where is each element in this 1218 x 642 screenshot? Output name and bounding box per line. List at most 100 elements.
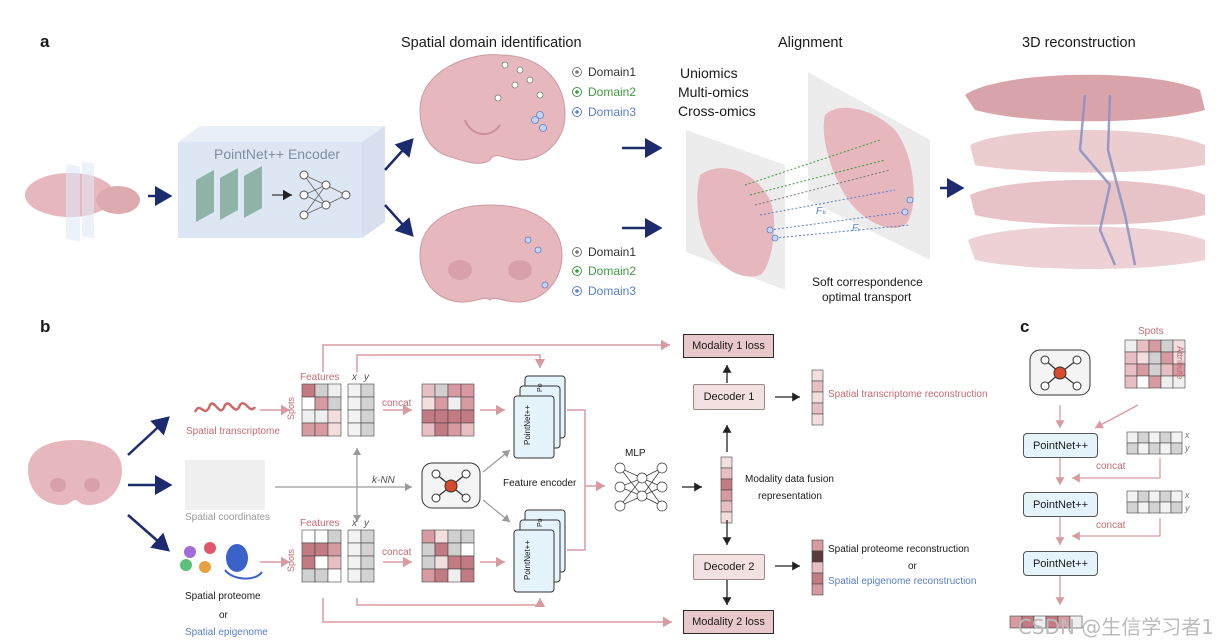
brain-section-top — [419, 54, 566, 164]
spots-label: Spots — [286, 548, 296, 572]
matrix-cell — [347, 396, 362, 411]
matrix-cell — [1148, 363, 1162, 377]
matrix-cell — [447, 568, 462, 583]
spatial-proteome-label: Spatial proteome — [185, 591, 261, 602]
protein-icon — [180, 542, 263, 580]
brain-coronal-b — [28, 440, 122, 505]
pointnet-box-c: PointNet++ — [1023, 433, 1098, 458]
matrix-cell — [1170, 442, 1183, 455]
mlp-label: MLP — [625, 448, 646, 459]
omics-label: Multi-omics — [678, 84, 749, 100]
encoder-label: PointNet++ Encoder — [214, 146, 341, 162]
reconstruction-stack — [965, 74, 1205, 269]
matrix-cell — [434, 568, 449, 583]
matrix-cell — [1137, 490, 1150, 503]
vector-cell — [811, 583, 824, 596]
matrix-cell — [1159, 442, 1172, 455]
spatial-coordinates-image — [185, 460, 265, 510]
optimal-transport-label: optimal transport — [822, 290, 912, 304]
x-label-c: x — [1185, 490, 1190, 500]
fusion-label: Modality data fusion — [745, 474, 834, 485]
matrix-cell — [360, 555, 375, 570]
matrix-cell — [1136, 363, 1150, 377]
pointnet-label: PointNet++ — [523, 404, 532, 445]
matrix-cell — [421, 529, 436, 544]
domain-label: Domain1 — [588, 245, 637, 259]
matrix-cell — [314, 529, 329, 544]
matrix-cell — [421, 383, 436, 398]
matrix-cell — [327, 555, 342, 570]
feature-label-k: Fₖ — [816, 206, 827, 217]
matrix-cell — [1124, 339, 1138, 353]
spatial-coordinates-label: Spatial coordinates — [185, 512, 271, 523]
vector-cell — [811, 413, 824, 426]
matrix-cell — [347, 383, 362, 398]
vector-cell — [811, 561, 824, 574]
matrix-cell — [434, 542, 449, 557]
spatial-epigenome-label: Spatial epigenome — [185, 627, 268, 638]
x-label-c: x — [1185, 430, 1190, 440]
matrix-cell — [447, 383, 462, 398]
watermark: CSDN @生信学习者1 — [1017, 615, 1214, 639]
matrix-cell — [421, 568, 436, 583]
domain-label: Domain3 — [588, 105, 637, 119]
matrix-cell — [1148, 339, 1162, 353]
pointnet-short-label: Po — [537, 383, 544, 392]
matrix-cell — [327, 529, 342, 544]
concat-label-c: concat — [1096, 520, 1126, 531]
modality1-loss-box: Modality 1 loss — [683, 334, 774, 358]
matrix-cell — [1126, 431, 1139, 444]
matrix-cell — [447, 422, 462, 437]
matrix-cell — [1160, 375, 1174, 389]
matrix-cell — [1148, 351, 1162, 365]
matrix-cell — [327, 383, 342, 398]
matrix-cell — [360, 568, 375, 583]
matrix-cell — [314, 422, 329, 437]
matrix-cell — [434, 555, 449, 570]
proteome-recon-vector — [811, 539, 824, 596]
knn-label: k-NN — [372, 475, 395, 486]
vector-cell — [811, 550, 824, 563]
matrix-cell — [1148, 501, 1161, 514]
or-label: or — [219, 610, 228, 621]
spots-label-c: Spots — [1138, 326, 1164, 337]
matrix-cell — [421, 422, 436, 437]
matrix-cell — [360, 542, 375, 557]
matrix-cell — [301, 568, 316, 583]
vector-cell — [811, 402, 824, 415]
matrix-cell — [1148, 442, 1161, 455]
matrix-cell — [301, 555, 316, 570]
matrix-cell — [434, 383, 449, 398]
matrix-cell — [434, 422, 449, 437]
matrix-cell — [314, 383, 329, 398]
matrix-cell — [460, 542, 475, 557]
matrix-cell — [1159, 501, 1172, 514]
matrix-cell — [301, 383, 316, 398]
or-label: or — [908, 561, 917, 572]
pointnet-stack-bottom — [513, 509, 566, 593]
x-label: x — [352, 518, 357, 529]
decoder1-box: Decoder 1 — [693, 384, 765, 410]
reconstruction-title: 3D reconstruction — [1022, 35, 1136, 51]
concat-label: concat — [382, 398, 412, 409]
y-label: y — [364, 518, 369, 529]
matrix-cell — [460, 529, 475, 544]
feature-matrices — [301, 383, 475, 583]
matrix-cell — [1069, 615, 1083, 629]
decoder2-box: Decoder 2 — [693, 554, 765, 580]
matrix-cell — [327, 542, 342, 557]
pointnet-box-c: PointNet++ — [1023, 551, 1098, 576]
knn-graph-icon — [421, 462, 481, 509]
vector-cell — [720, 500, 733, 513]
features-label: Features — [300, 518, 340, 529]
matrix-cell — [347, 542, 362, 557]
vector-cell — [720, 456, 733, 469]
matrix-cell — [460, 422, 475, 437]
pointnet-stack-top — [513, 375, 566, 459]
feature-encoder-label: Feature encoder — [503, 478, 577, 489]
matrix-cell — [447, 529, 462, 544]
vector-cell — [720, 478, 733, 491]
matrix-cell — [347, 568, 362, 583]
attribute-label: Attribute — [1175, 346, 1185, 380]
